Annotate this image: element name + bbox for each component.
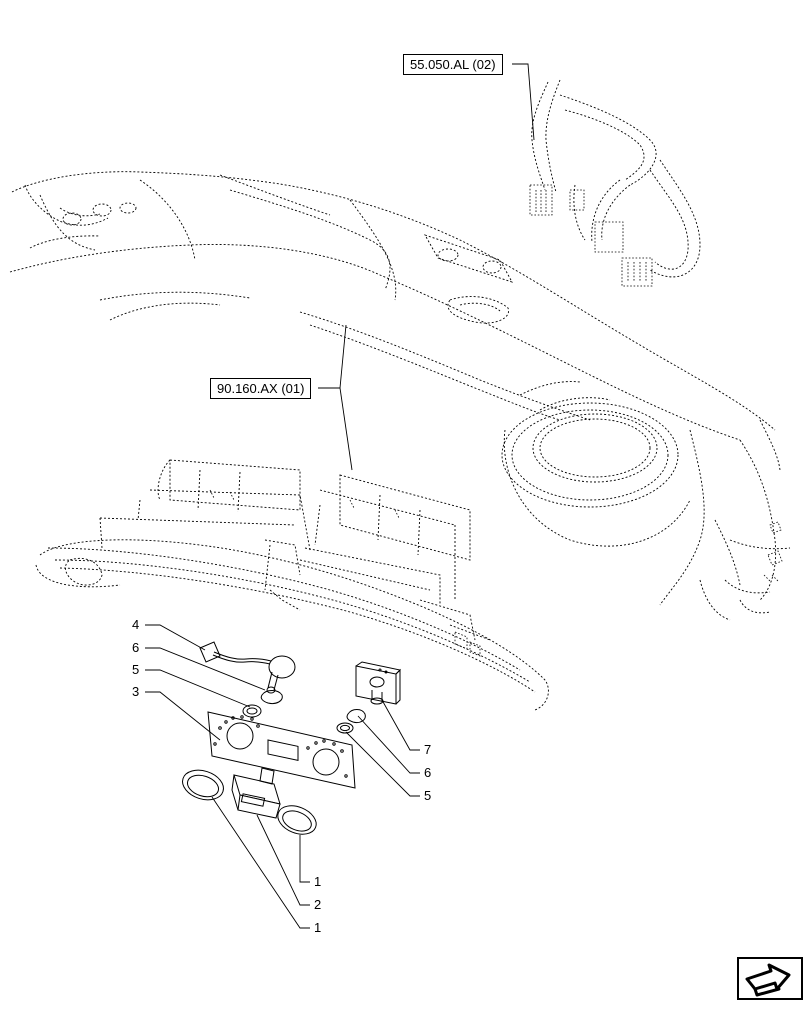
callout-5-left: 5: [132, 662, 140, 677]
callout-7: 7: [424, 742, 432, 757]
air-duct-assembly: [35, 459, 549, 711]
reference-label-harness[interactable]: 55.050.AL (02): [403, 54, 503, 75]
part-4-sensor-cable: [199, 641, 296, 694]
return-arrow-icon[interactable]: [737, 957, 803, 1023]
dashboard-structure: [9, 171, 791, 621]
part-6-and-5-right: [336, 709, 366, 734]
wiring-harness: [529, 79, 701, 287]
part-7-rotary-switch: [355, 661, 402, 705]
callout-1-upper: 1: [314, 874, 322, 889]
part-1-lens-right: [277, 805, 317, 835]
reference-label-dashboard[interactable]: 90.160.AX (01): [210, 378, 312, 399]
callout-6-left: 6: [132, 640, 140, 655]
callout-5-right: 5: [424, 788, 432, 803]
callout-4: 4: [132, 617, 140, 632]
part-6-and-5-left: [242, 690, 283, 718]
part-2-switch: [231, 767, 281, 819]
callout-1-lower: 1: [314, 920, 322, 935]
callout-2: 2: [314, 897, 322, 912]
callout-6-right: 6: [424, 765, 432, 780]
part-3-control-panel: [207, 711, 356, 789]
leader-lines: [145, 63, 535, 929]
exploded-parts-diagram: [9, 63, 791, 929]
callout-3: 3: [132, 684, 140, 699]
part-1-lens-left: [182, 769, 224, 801]
